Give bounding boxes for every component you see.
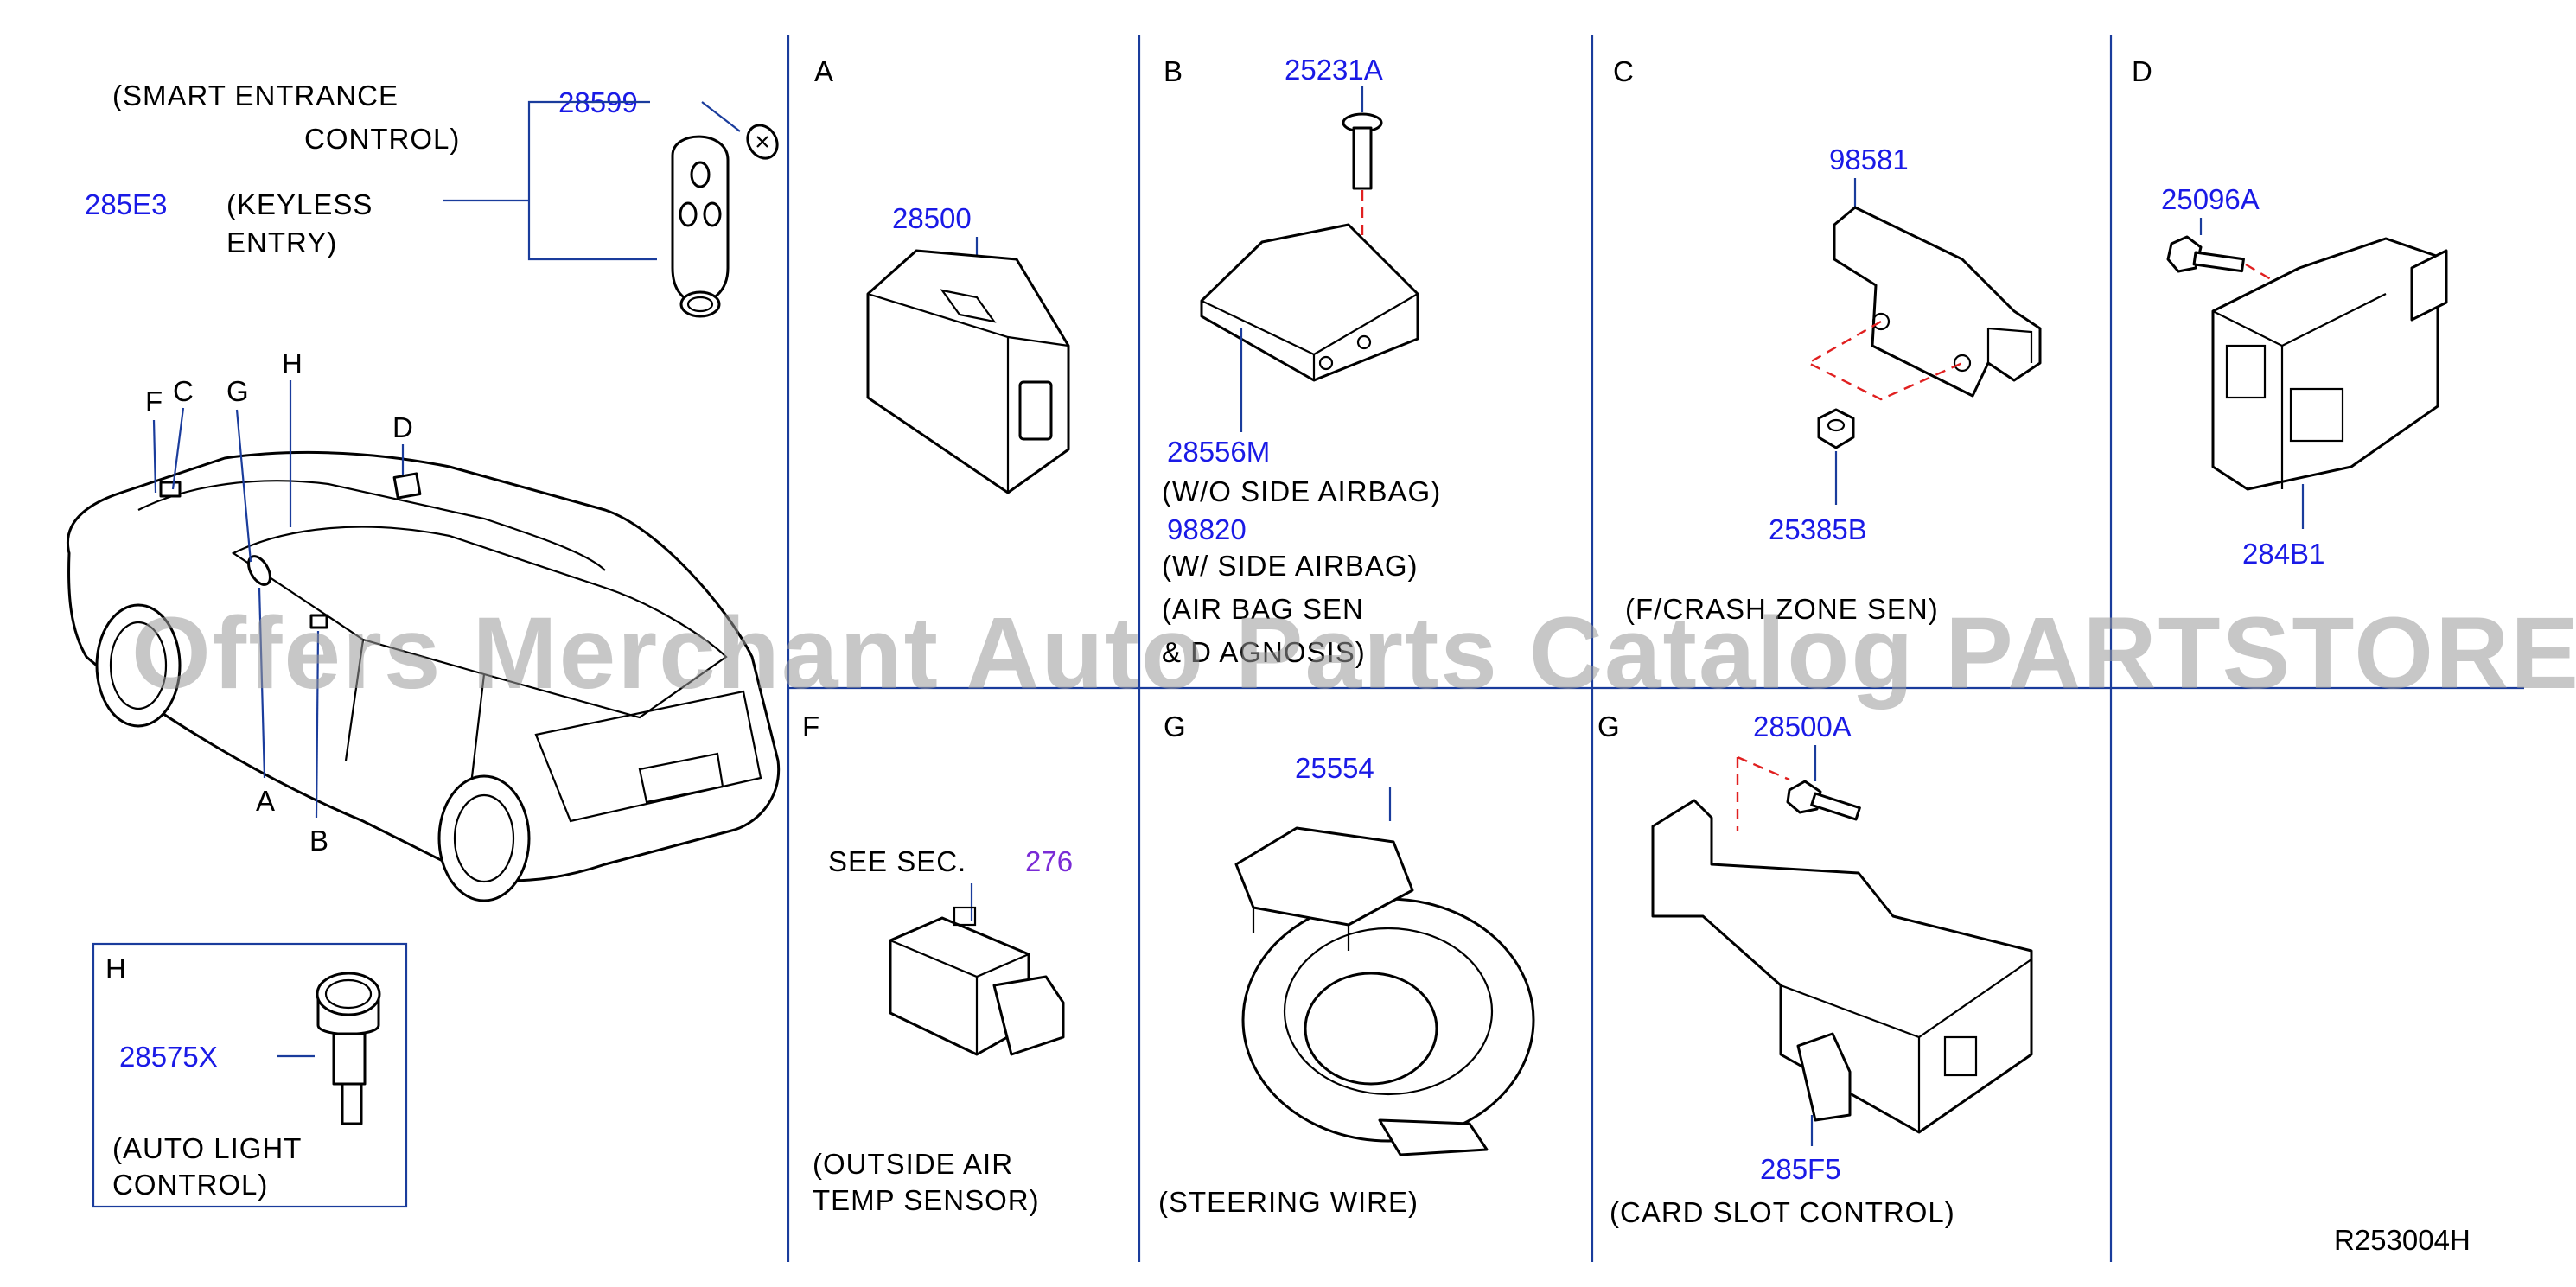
b-note-1: (W/O SIDE AIRBAG): [1162, 475, 1441, 507]
keyless-label-2: ENTRY): [226, 226, 337, 258]
section-D: D 25096A 284B1: [2132, 55, 2448, 570]
smart-entrance-label-2: CONTROL): [304, 123, 460, 155]
airbag-sensor-icon: [1200, 223, 1419, 382]
b-caption-1: (AIR BAG SEN: [1162, 593, 1364, 625]
g1-caption: (STEERING WIRE): [1158, 1186, 1419, 1218]
keyless-label-1: (KEYLESS: [226, 188, 373, 220]
section-letter-B: B: [1164, 55, 1183, 87]
car-label-D[interactable]: D: [392, 411, 414, 443]
part-number-284B1[interactable]: 284B1: [2242, 538, 2324, 570]
part-number-25231A[interactable]: 25231A: [1285, 54, 1383, 86]
section-F: F SEE SEC. 276 (OUTSIDE AIR TEMP SENSOR): [802, 710, 1073, 1216]
section-letter-A: A: [814, 55, 833, 87]
auto-light-caption-2: CONTROL): [112, 1169, 268, 1201]
car-label-C[interactable]: C: [173, 375, 194, 407]
section-H: H 28575X (AUTO LIGHT CONTROL): [92, 942, 408, 1208]
watermark-text: Offers Merchant Auto Parts Catalog PARTS…: [131, 596, 2576, 710]
part-number-285E3[interactable]: 285E3: [85, 188, 167, 220]
section-letter-G-2: G: [1597, 710, 1620, 742]
part-number-98581[interactable]: 98581: [1829, 143, 1909, 175]
control-unit-icon: [2211, 237, 2448, 491]
b-caption-2: & D AGNOSIS): [1162, 636, 1366, 668]
part-number-28500A[interactable]: 28500A: [1753, 710, 1852, 742]
main-section: (SMART ENTRANCE CONTROL) 28599 285E3 (KE…: [66, 80, 781, 902]
b-note-2: (W/ SIDE AIRBAG): [1162, 550, 1419, 582]
section-B: B 25231A 28556M (W/O SIDE AIRBAG) 98820 …: [1162, 54, 1441, 668]
vehicle-callouts: F C G H D A B: [145, 347, 414, 857]
section-G-steering: G 25554 (STEERING WIRE): [1158, 710, 1535, 1218]
f-caption-2: TEMP SENSOR): [813, 1184, 1040, 1216]
section-letter-F: F: [802, 710, 819, 742]
nut-icon: [1817, 408, 1855, 449]
g2-caption: (CARD SLOT CONTROL): [1610, 1196, 1955, 1228]
screw-icon: [2166, 235, 2245, 273]
part-number-25554[interactable]: 25554: [1295, 752, 1374, 784]
part-number-25385B[interactable]: 25385B: [1769, 513, 1867, 545]
temp-sensor-icon: [889, 906, 1065, 1056]
auto-light-caption-1: (AUTO LIGHT: [112, 1132, 302, 1164]
panel-dividers: [787, 35, 2524, 1262]
car-label-B[interactable]: B: [309, 825, 329, 857]
bolt-icon-g: [1786, 780, 1861, 821]
car-label-A[interactable]: A: [256, 785, 276, 817]
part-number-28575X[interactable]: 28575X: [119, 1041, 218, 1073]
section-C: C 98581 25385B (F/CRASH ZONE SEN): [1613, 55, 2042, 625]
car-label-F[interactable]: F: [145, 385, 163, 417]
key-fob-icon: [671, 135, 730, 318]
section-letter-G-1: G: [1164, 710, 1186, 742]
control-module-icon: [866, 249, 1070, 494]
section-letter-C: C: [1613, 55, 1634, 87]
part-number-285F5[interactable]: 285F5: [1760, 1153, 1841, 1185]
bolt-icon: [1342, 112, 1383, 190]
section-letter-D: D: [2132, 55, 2152, 87]
section-letter-H: H: [105, 953, 126, 984]
steering-wire-icon: [1234, 826, 1535, 1156]
see-sec-label: SEE SEC.: [828, 845, 966, 877]
smart-entrance-label-1: (SMART ENTRANCE: [112, 80, 399, 111]
part-number-98820[interactable]: 98820: [1167, 513, 1247, 545]
car-label-H[interactable]: H: [282, 347, 303, 379]
f-caption-1: (OUTSIDE AIR: [813, 1148, 1013, 1180]
diagram-reference: R253004H: [2334, 1224, 2471, 1256]
vehicle-location-illustration: [66, 450, 781, 902]
section-ref-276[interactable]: 276: [1025, 845, 1073, 877]
section-A: A 28500: [814, 55, 1070, 494]
part-number-28500[interactable]: 28500: [892, 202, 972, 234]
part-number-28556M[interactable]: 28556M: [1167, 436, 1270, 468]
part-number-25096A[interactable]: 25096A: [2161, 183, 2260, 215]
car-label-G[interactable]: G: [226, 375, 250, 407]
card-slot-control-icon: [1651, 799, 2033, 1134]
c-caption: (F/CRASH ZONE SEN): [1625, 593, 1939, 625]
auto-light-sensor-icon: [316, 972, 381, 1125]
section-G-card-slot: G 28500A 285F5 (CARD SLOT CONTROL): [1597, 710, 2033, 1228]
crash-zone-sensor-icon: [1833, 206, 2042, 398]
battery-icon: [746, 124, 779, 160]
